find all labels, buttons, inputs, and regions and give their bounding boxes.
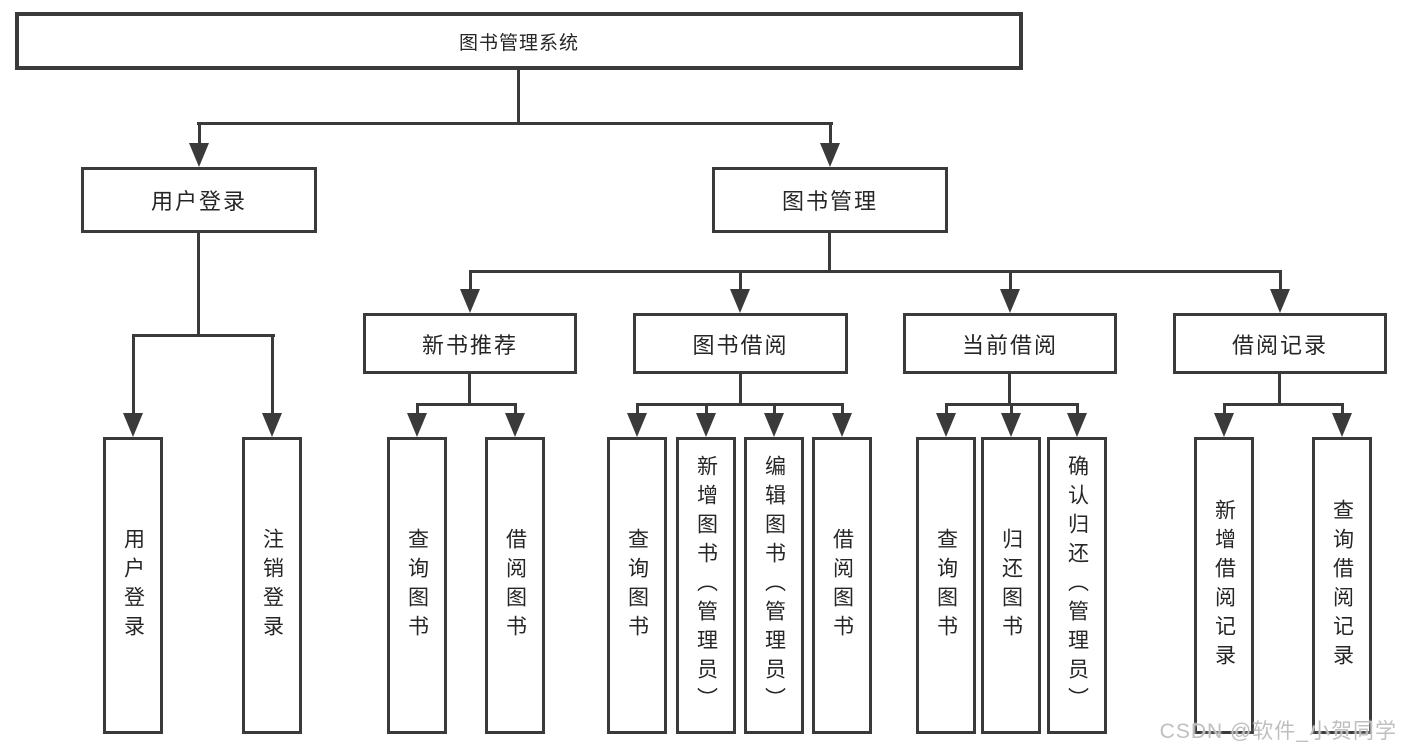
- arrow-down-icon: [505, 413, 525, 437]
- arrow-down-icon: [627, 413, 647, 437]
- connector-borrow-drop-1: [636, 403, 639, 416]
- leaf-query-books-borrow: 查询图书: [607, 437, 667, 734]
- node-new-book-recommend: 新书推荐: [363, 313, 577, 374]
- node-book-borrow: 图书借阅: [633, 313, 848, 374]
- connector-current-drop-3: [1076, 403, 1079, 416]
- connector-bookmgmt-drop-3: [1009, 270, 1012, 291]
- connector-recommend-drop-2: [514, 403, 517, 416]
- arrow-down-icon: [730, 289, 750, 313]
- connector-current-drop-2: [1010, 403, 1013, 416]
- leaf-query-books-current: 查询图书: [916, 437, 976, 734]
- arrow-down-icon: [1270, 289, 1290, 313]
- arrow-down-icon: [820, 143, 840, 167]
- node-book-management: 图书管理: [712, 167, 948, 233]
- connector-records-rail: [1223, 403, 1344, 406]
- connector-borrow-drop-4: [841, 403, 844, 416]
- connector-userlogin-drop-2: [271, 334, 274, 415]
- csdn-watermark: CSDN @软件_小贺同学: [1159, 720, 1397, 743]
- connector-records-drop-2: [1341, 403, 1344, 416]
- node-current-borrow: 当前借阅: [903, 313, 1117, 374]
- leaf-add-books-admin: 新增图书（管理员）: [676, 437, 736, 734]
- leaf-edit-books-admin: 编辑图书（管理员）: [744, 437, 804, 734]
- connector-userlogin-stem: [197, 233, 200, 336]
- connector-recommend-drop-1: [416, 403, 419, 416]
- connector-current-stem: [1008, 374, 1011, 405]
- connector-recommend-stem: [468, 374, 471, 405]
- leaf-query-borrow-record: 查询借阅记录: [1312, 437, 1372, 734]
- arrow-down-icon: [1067, 413, 1087, 437]
- connector-records-stem: [1278, 374, 1281, 405]
- arrow-down-icon: [123, 413, 143, 437]
- arrow-down-icon: [1332, 413, 1352, 437]
- connector-recommend-rail: [416, 403, 517, 406]
- arrow-down-icon: [764, 413, 784, 437]
- leaf-add-borrow-record: 新增借阅记录: [1194, 437, 1254, 734]
- connector-bookmgmt-drop-1: [469, 270, 472, 291]
- connector-root-drop-left: [198, 122, 201, 146]
- node-library-management-system: 图书管理系统: [15, 12, 1023, 70]
- leaf-user-login: 用户登录: [103, 437, 163, 734]
- arrow-down-icon: [460, 289, 480, 313]
- connector-root-stem: [517, 70, 520, 124]
- connector-bookmgmt-stem: [828, 233, 831, 273]
- connector-root-drop-right: [829, 122, 832, 146]
- connector-root-rail: [197, 122, 833, 125]
- connector-borrow-rail: [636, 403, 844, 406]
- arrow-down-icon: [1214, 413, 1234, 437]
- connector-bookmgmt-rail: [469, 270, 1281, 273]
- arrow-down-icon: [936, 413, 956, 437]
- node-user-login: 用户登录: [81, 167, 317, 233]
- arrow-down-icon: [832, 413, 852, 437]
- leaf-logout-login: 注销登录: [242, 437, 302, 734]
- leaf-borrow-books-recommend: 借阅图书: [485, 437, 545, 734]
- arrow-down-icon: [262, 413, 282, 437]
- leaf-return-books: 归还图书: [981, 437, 1041, 734]
- arrow-down-icon: [1001, 413, 1021, 437]
- leaf-confirm-return-admin: 确认归还（管理员）: [1047, 437, 1107, 734]
- connector-bookmgmt-drop-2: [739, 270, 742, 291]
- connector-userlogin-drop-1: [132, 334, 135, 415]
- connector-current-drop-1: [945, 403, 948, 416]
- arrow-down-icon: [407, 413, 427, 437]
- leaf-borrow-books-borrow: 借阅图书: [812, 437, 872, 734]
- arrow-down-icon: [189, 143, 209, 167]
- connector-borrow-drop-2: [705, 403, 708, 416]
- connector-borrow-drop-3: [773, 403, 776, 416]
- node-borrow-records: 借阅记录: [1173, 313, 1387, 374]
- connector-records-drop-1: [1223, 403, 1226, 416]
- arrow-down-icon: [1000, 289, 1020, 313]
- connector-userlogin-rail: [132, 334, 275, 337]
- leaf-query-books-recommend: 查询图书: [387, 437, 447, 734]
- connector-bookmgmt-drop-4: [1279, 270, 1282, 291]
- connector-borrow-stem: [739, 374, 742, 405]
- arrow-down-icon: [696, 413, 716, 437]
